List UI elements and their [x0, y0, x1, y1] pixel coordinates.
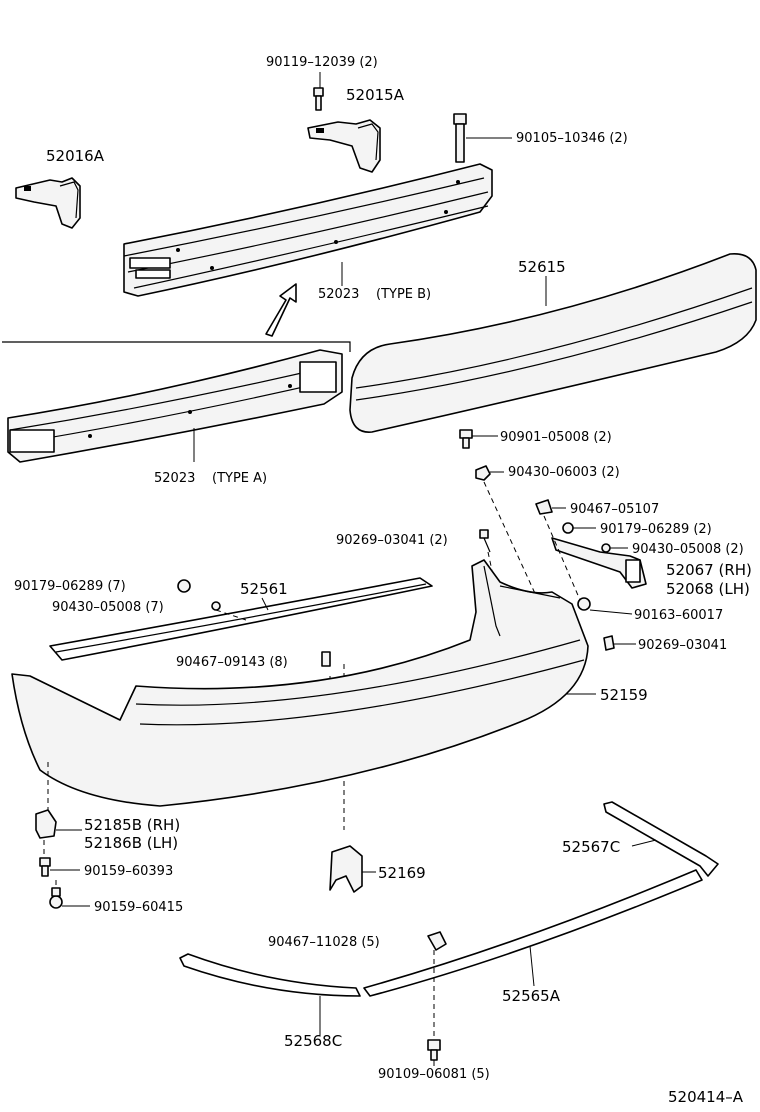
arrow-icon: [265, 283, 297, 337]
screw-90269-03041-a: [479, 529, 491, 553]
bracket-52015A: [307, 119, 381, 173]
label-support-lh: 52068 (LH): [666, 580, 750, 598]
label-nut-2: 90430–05008 (2): [632, 542, 744, 557]
label-reinf-b-type: (TYPE B): [376, 287, 431, 302]
label-reinf-a-num: 52023: [154, 471, 195, 486]
label-center-stay: 52169: [378, 864, 426, 882]
side-support-52067: [551, 537, 647, 589]
label-clip-3: 90467–11028 (5): [268, 935, 380, 950]
label-screw-5: 90269–03041: [638, 638, 727, 653]
label-bracket-52015A: 52015A: [346, 86, 405, 104]
label-moulding-left: 52568C: [284, 1032, 342, 1050]
bolt-90163-60017: [577, 597, 633, 615]
label-nut-3: 90430–05008 (7): [52, 600, 164, 615]
bracket-52016A: [15, 177, 81, 229]
label-nut-1: 90430–06003 (2): [508, 465, 620, 480]
clip-90467-05107: [535, 499, 566, 515]
screw-90109-06081: [427, 1039, 441, 1066]
label-bracket-52016A: 52016A: [46, 147, 105, 165]
label-reinf-a-type: (TYPE A): [212, 471, 267, 486]
side-bracket-52185B: [35, 809, 82, 839]
label-bracket-lh: 52186B (LH): [84, 834, 178, 852]
label-bolt-top: 90119–12039 (2): [266, 55, 378, 70]
screw-90159-60393: [39, 857, 80, 877]
label-bumper-cover: 52159: [600, 686, 648, 704]
label-bolt-4: 90163–60017: [634, 608, 723, 623]
reinforcement-type-b: [123, 163, 493, 297]
label-clip-1: 90467–05107: [570, 502, 659, 517]
screw-90179-06289-b: [562, 522, 596, 534]
label-screw-8: 90109–06081 (5): [378, 1067, 490, 1082]
label-screw-6: 90159–60393: [84, 864, 173, 879]
bolt-90119-12039: [313, 72, 324, 111]
label-retainer: 52561: [240, 580, 288, 598]
clip-90467-11028: [427, 931, 447, 951]
label-support-rh: 52067 (RH): [666, 561, 752, 579]
reinforcement-type-a: [7, 349, 343, 463]
nut-90430-05008-b: [601, 543, 628, 553]
moulding-52567C: [603, 801, 719, 877]
label-reinf-b-num: 52023: [318, 287, 359, 302]
label-moulding-a: 52565A: [502, 987, 561, 1005]
screw-90159-60415: [49, 887, 90, 909]
label-moulding-c: 52567C: [562, 838, 620, 856]
label-screw-7: 90159–60415: [94, 900, 183, 915]
energy-absorber-52615: [349, 253, 757, 433]
clip-90467-09143: [321, 651, 331, 667]
label-absorber: 52615: [518, 258, 566, 276]
bolt-90105-10346: [453, 113, 512, 163]
label-screw-1: 90901–05008 (2): [500, 430, 612, 445]
label-screw-4: 90179–06289 (7): [14, 579, 126, 594]
center-stay-52169: [329, 845, 376, 893]
nut-90430-05008-a: [211, 601, 221, 611]
label-clip-2: 90467–09143 (8): [176, 655, 288, 670]
screw-90179-06289-a: [177, 579, 191, 593]
moulding-52565A: [363, 869, 703, 997]
moulding-52568C: [179, 953, 361, 1036]
label-bracket-rh: 52185B (RH): [84, 816, 180, 834]
label-bolt-right: 90105–10346 (2): [516, 131, 628, 146]
nut-90430-06003: [475, 465, 504, 481]
diagram-id: 520414–A: [668, 1088, 744, 1106]
label-screw-2: 90269–03041 (2): [336, 533, 448, 548]
screw-90901-05008: [459, 429, 498, 449]
bumper-cover-52159: [11, 559, 596, 807]
type-a-bracket-line: [2, 341, 351, 352]
label-screw-3: 90179–06289 (2): [600, 522, 712, 537]
retainer-52561: [49, 577, 433, 661]
screw-90269-03041-b: [603, 635, 636, 651]
